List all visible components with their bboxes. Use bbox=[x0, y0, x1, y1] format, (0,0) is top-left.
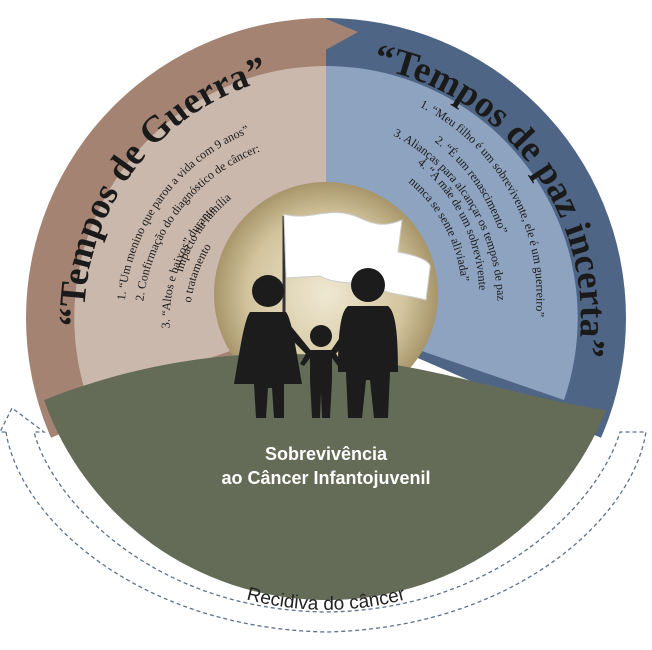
hill bbox=[44, 353, 606, 601]
center-label-line1: Sobrevivência bbox=[265, 444, 388, 464]
recurrence-arrow-icon bbox=[0, 407, 647, 633]
family-silhouette-icon bbox=[234, 268, 398, 418]
center-label-line2: ao Câncer Infantojuvenil bbox=[221, 468, 430, 488]
war-arrow-tip bbox=[300, 18, 358, 64]
